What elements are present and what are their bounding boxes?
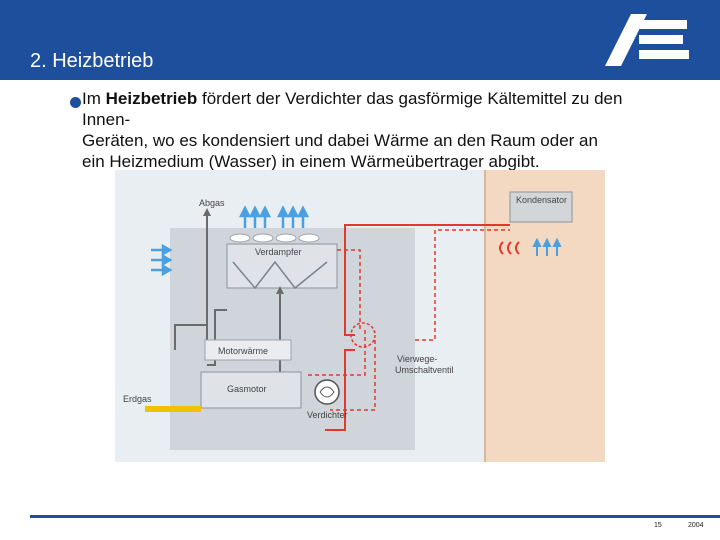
fan-icons xyxy=(229,233,320,243)
bullet-line-2: Innen- xyxy=(82,110,131,129)
engine-heat-box xyxy=(204,339,292,361)
engine-heat-label: Motorwärme xyxy=(218,346,268,356)
coolant-lines xyxy=(174,290,281,375)
bullet-line-1-rest: fördert der Verdichter das gasförmige Kä… xyxy=(197,89,623,108)
heat-output-arrows xyxy=(499,241,520,255)
gas-engine-box xyxy=(200,371,302,409)
bullet-bold-term: Heizbetrieb xyxy=(105,89,198,108)
room-air-arrows xyxy=(532,237,562,256)
natural-gas-pipe xyxy=(145,406,201,412)
bullet-line-1: Im Heizbetrieb fördert der Verdichter da… xyxy=(82,88,717,109)
footer-divider xyxy=(30,515,720,518)
heat-pump-diagram: Abgas Verdampfer xyxy=(115,170,605,462)
gas-engine-label: Gasmotor xyxy=(227,384,267,394)
refrigerant-lines-solid xyxy=(325,224,510,431)
bullet-point-icon xyxy=(70,97,81,108)
exhaust-label: Abgas xyxy=(199,198,225,208)
bullet-line-4: ein Heizmedium (Wasser) in einem Wärmeüb… xyxy=(82,152,540,171)
bullet-prefix: Im xyxy=(82,89,106,108)
condenser-label: Kondensator xyxy=(516,195,567,205)
natural-gas-label: Erdgas xyxy=(123,394,152,404)
air-inflow-arrows xyxy=(151,243,173,277)
valve-label-line1: Vierwege- xyxy=(397,354,437,364)
footer-year: 2004 xyxy=(688,522,704,529)
four-way-valve xyxy=(350,322,376,348)
company-logo xyxy=(605,14,689,66)
air-outflow-arrows xyxy=(238,205,310,228)
valve-label-line2: Umschaltventil xyxy=(395,365,454,375)
slide-title: 2. Heizbetrieb xyxy=(30,50,154,72)
compressor-label: Verdichter xyxy=(307,410,348,420)
evaporator-box xyxy=(226,243,338,289)
evaporator-label: Verdampfer xyxy=(255,247,302,257)
title-bar: 2. Heizbetrieb xyxy=(0,0,720,80)
compressor-icon xyxy=(314,379,340,405)
page-number: 15 xyxy=(654,522,662,529)
condenser-box xyxy=(509,191,573,223)
bullet-text: Im Heizbetrieb fördert der Verdichter da… xyxy=(82,88,717,172)
bullet-line-3: Geräten, wo es kondensiert und dabei Wär… xyxy=(82,131,598,150)
